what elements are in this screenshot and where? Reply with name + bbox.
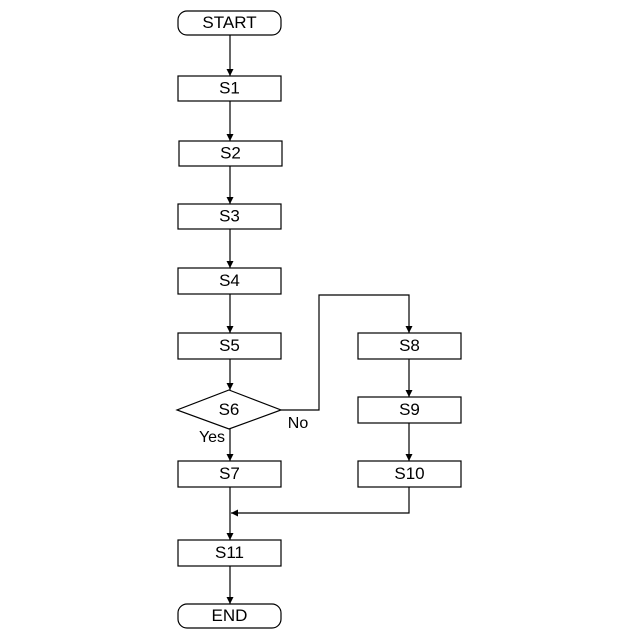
s5-label: S5 [219, 336, 240, 355]
start-terminal: START [178, 11, 281, 35]
process-s4: S4 [178, 268, 281, 294]
s8-label: S8 [399, 336, 420, 355]
branch-no-label: No [288, 415, 309, 432]
s10-label: S10 [394, 464, 424, 483]
branch-yes-label: Yes [199, 429, 225, 446]
process-s2: S2 [179, 141, 282, 166]
process-s10: S10 [358, 461, 461, 487]
s1-label: S1 [219, 78, 240, 97]
s9-label: S9 [399, 400, 420, 419]
end-terminal: END [178, 604, 281, 628]
decision-s6: S6 [177, 390, 281, 429]
process-s5: S5 [178, 333, 281, 359]
s7-label: S7 [219, 464, 240, 483]
process-s11: S11 [178, 540, 281, 566]
process-s9: S9 [358, 397, 461, 423]
end-label: END [212, 606, 248, 625]
s4-label: S4 [219, 271, 240, 290]
process-s8: S8 [358, 333, 461, 359]
s3-label: S3 [219, 206, 240, 225]
start-label: START [202, 13, 256, 32]
process-s7: S7 [178, 461, 281, 487]
s11-label: S11 [215, 543, 244, 562]
process-s1: S1 [178, 76, 281, 101]
edge-s10-merge [231, 487, 409, 513]
edges [230, 35, 409, 604]
s6-label: S6 [219, 400, 240, 419]
s2-label: S2 [220, 143, 241, 162]
process-s3: S3 [178, 204, 281, 229]
